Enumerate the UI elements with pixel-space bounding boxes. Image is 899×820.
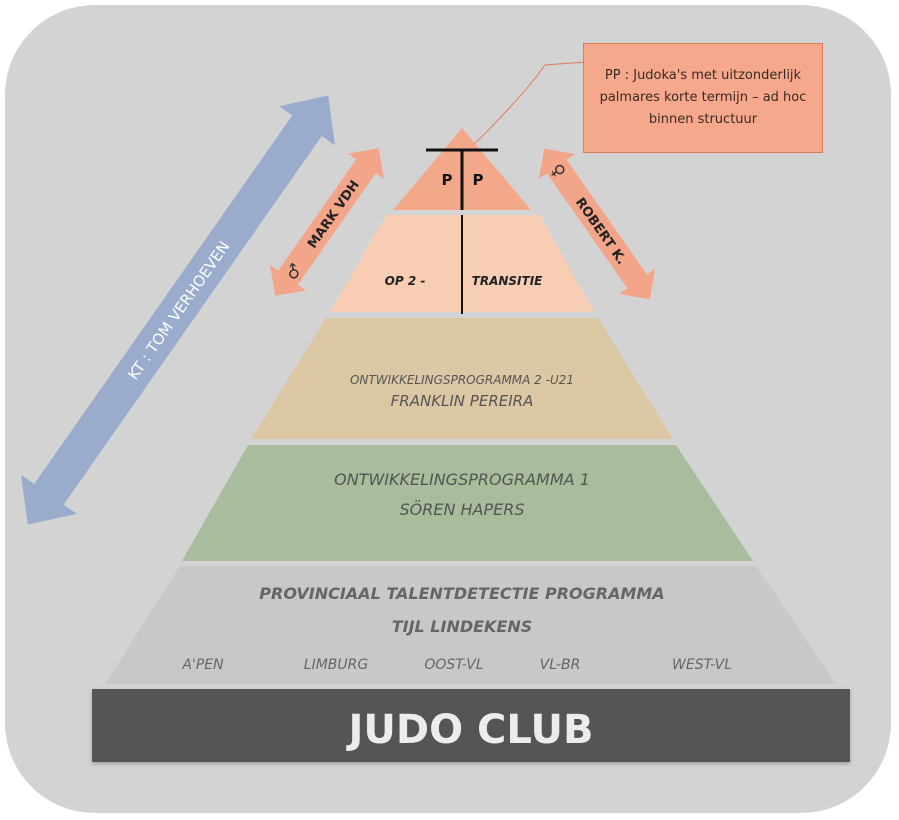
pp-right-letter: P [473,171,484,189]
ptp-region: LIMBURG [304,657,369,673]
op2-u21-level [251,318,673,439]
ptp-region: OOST-VL [424,657,483,673]
op2-u21-title: ONTWIKKELINGSPROGRAMMA 2 -U21 [350,373,574,387]
ptp-level [105,566,836,684]
ptp-title: PROVINCIAAL TALENTDETECTIE PROGRAMMA [259,584,664,603]
op2-left-label: OP 2 - [385,274,426,288]
op2-right-label: TRANSITIE [472,274,544,288]
ptp-region: WEST-VL [672,657,732,673]
op1-level [182,445,753,561]
ptp-region: VL-BR [540,657,581,673]
judo-club-base [92,689,850,762]
judo-club-label: JUDO CLUB [346,707,594,753]
callout-leader-line [467,61,586,151]
pp-callout: PP : Judoka's met uitzonderlijk palmares… [583,43,823,153]
ptp-region: A'PEN [181,657,224,673]
ptp-coach: TIJL LINDEKENS [392,617,533,636]
pp-left-letter: P [442,171,453,189]
op1-coach: SÖREN HAPERS [399,500,524,519]
pp-callout-text: PP : Judoka's met uitzonderlijk palmares… [599,68,807,127]
op1-title: ONTWIKKELINGSPROGRAMMA 1 [334,470,590,489]
op2-u21-coach: FRANKLIN PEREIRA [391,392,534,410]
